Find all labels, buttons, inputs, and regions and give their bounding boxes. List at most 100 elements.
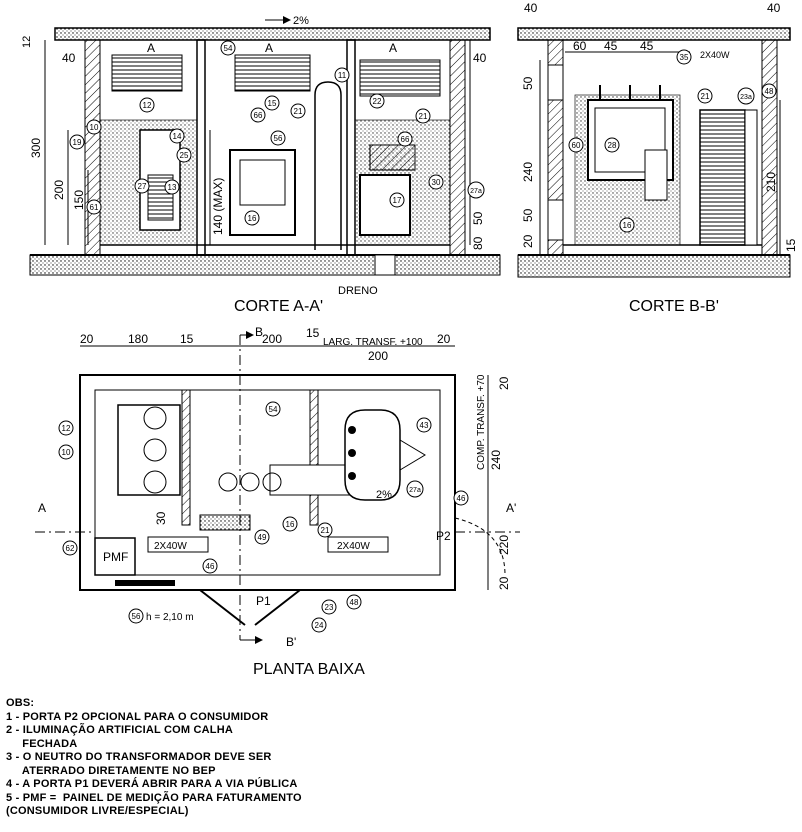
aa-callout-27a: 27a [470,188,482,195]
bb-callout-28: 28 [608,141,617,150]
aa-dim-12: 12 [21,36,33,48]
aa-dim-40-left: 40 [62,51,76,65]
aa-callout-25: 25 [180,151,189,160]
plan-callout-21: 21 [321,526,330,535]
aa-dim-40-right: 40 [473,51,487,65]
aa-slope: 2% [293,15,309,27]
aa-callout-11: 11 [338,71,347,80]
plan-dim-20d: 20 [497,576,511,590]
plan-callout-12: 12 [62,424,71,433]
bb-callout-48: 48 [765,87,774,96]
notes-heading: OBS: [6,697,35,709]
bb-dim-210: 210 [764,172,778,192]
plan-callout-10: 10 [62,448,71,457]
plan-dim-15a: 15 [180,332,194,346]
aa-callout-17: 17 [393,196,402,205]
aa-callout-10: 10 [90,123,99,132]
plan-p2: P2 [436,529,451,543]
note-line-3: FECHADA [6,737,78,750]
aa-dim-a3: A [389,41,397,55]
plan-callout-46b: 46 [206,562,215,571]
bb-dim-45b: 45 [640,39,654,53]
aa-dim-300: 300 [29,138,43,158]
bb-dim-40-left: 40 [524,1,538,15]
aa-dim-a2: A [265,41,273,55]
plan-p1: P1 [256,594,271,608]
aa-callout-30: 30 [432,178,441,187]
plan-dim-15b: 15 [306,326,320,340]
plan-callout-43: 43 [420,421,429,430]
plan-dim-180: 180 [128,332,148,346]
aa-dim-a1: A [147,41,155,55]
plan-height-note: h = 2,10 m [146,612,194,623]
plan-larg: LARG. TRANSF. +100 [323,337,423,348]
plan-dim-20a: 20 [80,332,94,346]
plan-callout-62: 62 [66,544,75,553]
aa-callout-22: 22 [373,97,382,106]
plan-dim-220: 220 [497,535,511,555]
aa-callout-66: 66 [254,111,263,120]
bb-dim-60: 60 [573,39,587,53]
plan-callout-56: 56 [132,612,141,621]
plan-callout-49: 49 [258,533,267,542]
bb-title: CORTE B-B' [629,298,719,315]
aa-callout-21b: 21 [419,112,428,121]
note-line-6: 4 - A PORTA P1 DEVERÁ ABRIR PARA A VIA P… [6,778,298,790]
section-aa [29,16,501,276]
plan-dim-20b: 20 [437,332,451,346]
aa-callout-16: 16 [248,214,257,223]
aa-dreno: DRENO [338,285,378,297]
plan-lamp1: 2X40W [154,541,187,552]
aa-dim-150: 150 [72,190,86,210]
plan-pmf: PMF [103,550,128,564]
aa-callouts: 54 12 10 19 14 25 27 13 61 15 21 66 16 5… [69,40,485,226]
aa-callout-14: 14 [173,132,182,141]
bb-callout-23a: 23a [740,94,752,101]
aa-callout-13: 13 [168,183,177,192]
note-line-4: 3 - O NEUTRO DO TRANSFORMADOR DEVE SER [6,751,272,763]
bb-callout-21: 21 [701,92,710,101]
note-line-2: 2 - ILUMINAÇÃO ARTIFICIAL COM CALHA [6,724,233,736]
plan-callouts: 12 10 54 43 46 27a 16 21 49 62 46 48 23 … [58,401,469,633]
bb-dim-50b: 50 [521,208,535,222]
aa-callout-61: 61 [90,203,99,212]
aa-callout-66b: 66 [401,135,410,144]
plan-lamp2: 2X40W [337,541,370,552]
plan-callout-54: 54 [269,405,278,414]
note-line-1: 1 - PORTA P2 OPCIONAL PARA O CONSUMIDOR [6,710,269,723]
bb-callout-60: 60 [572,141,581,150]
aa-callout-54: 54 [224,44,233,53]
aa-callout-21: 21 [294,107,303,116]
aa-dim-50: 50 [471,211,485,225]
bb-lamp: 2X40W [700,50,730,60]
plan-slope: 2% [376,489,392,501]
note-line-7: 5 - PMF = PAINEL DE MEDIÇÃO PARA FATURAM… [6,791,302,804]
aa-callout-15: 15 [268,99,277,108]
plan-callout-23: 23 [325,603,334,612]
bb-dim-50: 50 [521,76,535,90]
plan-label-b: B [255,325,263,339]
plan-callout-27a: 27a [409,487,421,494]
notes-block: OBS: 1 - PORTA P2 OPCIONAL PARA O CONSUM… [6,697,426,819]
bb-dim-240: 240 [521,162,535,182]
plan-callout-16: 16 [286,520,295,529]
aa-dim-140: 140 (MAX) [211,178,225,235]
aa-dim-200: 200 [52,180,66,200]
bb-callout-16: 16 [623,221,632,230]
plan-callout-24: 24 [315,621,324,630]
bb-dim-45a: 45 [604,39,618,53]
aa-callout-12: 12 [143,101,152,110]
plan-dim-200: 200 [262,332,282,346]
plan-dim-30: 30 [154,511,168,525]
plan-label-b2: B' [286,635,296,649]
plan-callout-46: 46 [457,494,466,503]
bb-dim-40-right: 40 [767,1,781,15]
plan-dim-240: 240 [489,450,503,470]
aa-callout-19: 19 [73,138,82,147]
bb-dim-20: 20 [521,234,535,248]
plan-title: PLANTA BAIXA [253,661,365,678]
aa-callout-56: 56 [274,134,283,143]
plan-dim-20c: 20 [497,376,511,390]
note-line-5: ATERRADO DIRETAMENTE NO BEP [6,764,216,777]
